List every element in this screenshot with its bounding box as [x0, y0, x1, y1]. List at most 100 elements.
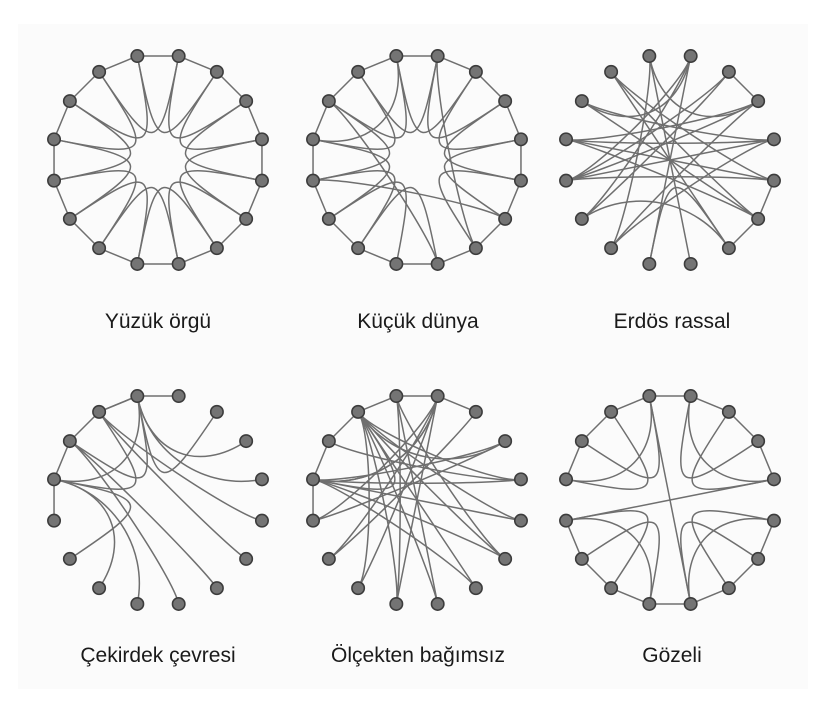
network-edge [427, 55, 506, 139]
network-node [92, 404, 107, 419]
network-node [468, 404, 483, 419]
network-edge [328, 440, 522, 481]
network-node [513, 472, 528, 487]
network-edge [328, 100, 439, 265]
network-edge [98, 411, 263, 522]
network-edge [98, 411, 247, 560]
edges [312, 55, 522, 265]
network-edge [312, 395, 439, 522]
network-node [642, 389, 657, 404]
network-edge [357, 411, 398, 605]
network-node [351, 404, 366, 419]
network-edge [581, 71, 730, 220]
network-edge [357, 411, 506, 460]
network-node [721, 241, 736, 256]
network-node [498, 551, 513, 566]
network-node [683, 596, 698, 611]
network-edge [357, 186, 439, 265]
network-node [92, 64, 107, 79]
network-edge [691, 510, 775, 589]
network-edge [357, 411, 522, 481]
edges [565, 55, 775, 265]
network-node [430, 256, 445, 271]
network-node [468, 581, 483, 596]
network-core-periphery [47, 389, 269, 611]
edges [53, 395, 263, 605]
network-node [574, 94, 589, 109]
network-cellular [559, 389, 781, 611]
network-edge [312, 179, 506, 220]
network-node [430, 596, 445, 611]
network-node [574, 211, 589, 226]
network-edge [438, 170, 522, 249]
label-erdos-random: Erdös rassal [613, 310, 731, 333]
network-node [498, 434, 513, 449]
network-ring-lattice [47, 49, 269, 271]
network-node [130, 389, 145, 404]
network-node [559, 513, 574, 528]
network-node [683, 389, 698, 404]
network-node [62, 551, 77, 566]
network-edge [312, 478, 506, 560]
nodes [306, 389, 528, 611]
network-node [389, 389, 404, 404]
network-edge [98, 55, 180, 134]
network-edge [436, 55, 477, 249]
network-node [751, 211, 766, 226]
network-node [498, 94, 513, 109]
network-edge [565, 517, 653, 605]
network-node [574, 551, 589, 566]
network-node [559, 132, 574, 147]
network-edge [565, 138, 775, 144]
network-node [642, 596, 657, 611]
figure-background [18, 24, 808, 689]
network-node [321, 434, 336, 449]
network-node [751, 94, 766, 109]
network-edge [312, 395, 439, 483]
network-node [239, 434, 254, 449]
network-node [171, 596, 186, 611]
network-edge [69, 440, 180, 605]
network-edge [687, 395, 775, 483]
network-edge [328, 395, 439, 560]
network-node [239, 211, 254, 226]
network-node [209, 64, 224, 79]
network-edge [565, 478, 775, 522]
network-node [171, 389, 186, 404]
network-edge [312, 478, 477, 589]
network-edge [395, 395, 506, 560]
network-node [130, 49, 145, 64]
label-small-world: Küçük dünya [357, 310, 479, 333]
network-node [468, 64, 483, 79]
network-node [559, 173, 574, 188]
network-edge [357, 411, 522, 522]
label-cellular: Gözeli [642, 644, 702, 667]
label-core-periphery: Çekirdek çevresi [80, 644, 236, 667]
network-edge [610, 71, 759, 220]
network-node [306, 132, 321, 147]
network-edge [69, 440, 218, 589]
network-node [47, 132, 62, 147]
network-node [209, 404, 224, 419]
nodes [559, 389, 781, 611]
network-node [513, 513, 528, 528]
network-edge [395, 395, 439, 605]
network-node [130, 596, 145, 611]
network-edge [443, 138, 522, 220]
network-edge [136, 395, 218, 474]
network-node [171, 49, 186, 64]
network-node [721, 404, 736, 419]
network-node [351, 581, 366, 596]
network-node [92, 241, 107, 256]
network-edge [565, 395, 653, 483]
nodes [47, 49, 269, 271]
network-edge [312, 440, 506, 522]
network-edge [53, 478, 132, 560]
network-node [254, 173, 269, 188]
network-node [209, 581, 224, 596]
label-ring-lattice: Yüzük örgü [104, 310, 212, 333]
network-node [239, 94, 254, 109]
network-edge [581, 100, 775, 141]
network-node [62, 434, 77, 449]
network-edge [312, 411, 396, 490]
